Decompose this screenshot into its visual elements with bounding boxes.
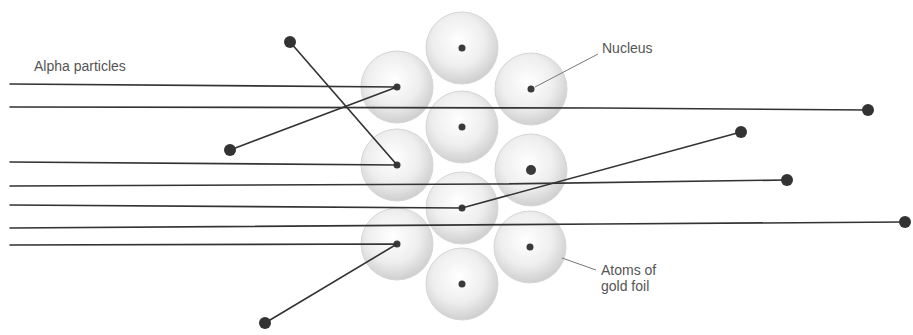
alpha-paths [10, 42, 905, 323]
nucleus-dot [459, 281, 466, 288]
alpha-path [10, 244, 397, 323]
gold-atom [426, 12, 498, 84]
leader-line [562, 258, 596, 270]
leader-lines [535, 54, 598, 270]
gold-atom [495, 53, 567, 125]
gold-atom [426, 248, 498, 320]
nucleus-dot [527, 244, 534, 251]
alpha-particle [259, 317, 271, 329]
label-text: Atoms of gold foil [601, 262, 673, 294]
alpha-path [10, 84, 397, 150]
alpha-path [10, 132, 741, 208]
alpha-path [10, 222, 905, 228]
alpha-path [10, 180, 787, 186]
alpha-particle [899, 216, 911, 228]
alpha-particles [224, 36, 911, 329]
alpha-path [10, 107, 868, 110]
alpha-particle [284, 36, 296, 48]
alpha-path [10, 42, 397, 165]
nucleus-dot [459, 124, 466, 131]
alpha-particle [224, 144, 236, 156]
alpha-particle [781, 174, 793, 186]
gold-atom [426, 91, 498, 163]
gold-atoms [361, 12, 567, 320]
alpha-particle [735, 126, 747, 138]
alpha-particle [862, 104, 874, 116]
nucleus-dot [459, 45, 466, 52]
label-text: Nucleus [602, 40, 722, 56]
nucleus-dot [528, 86, 535, 93]
nuclei [394, 45, 537, 288]
gold-atom [494, 211, 566, 283]
nucleus-dot [526, 165, 536, 175]
label-text: Alpha particles [34, 58, 234, 74]
gold-atom [495, 134, 567, 206]
leader-line [535, 54, 598, 87]
